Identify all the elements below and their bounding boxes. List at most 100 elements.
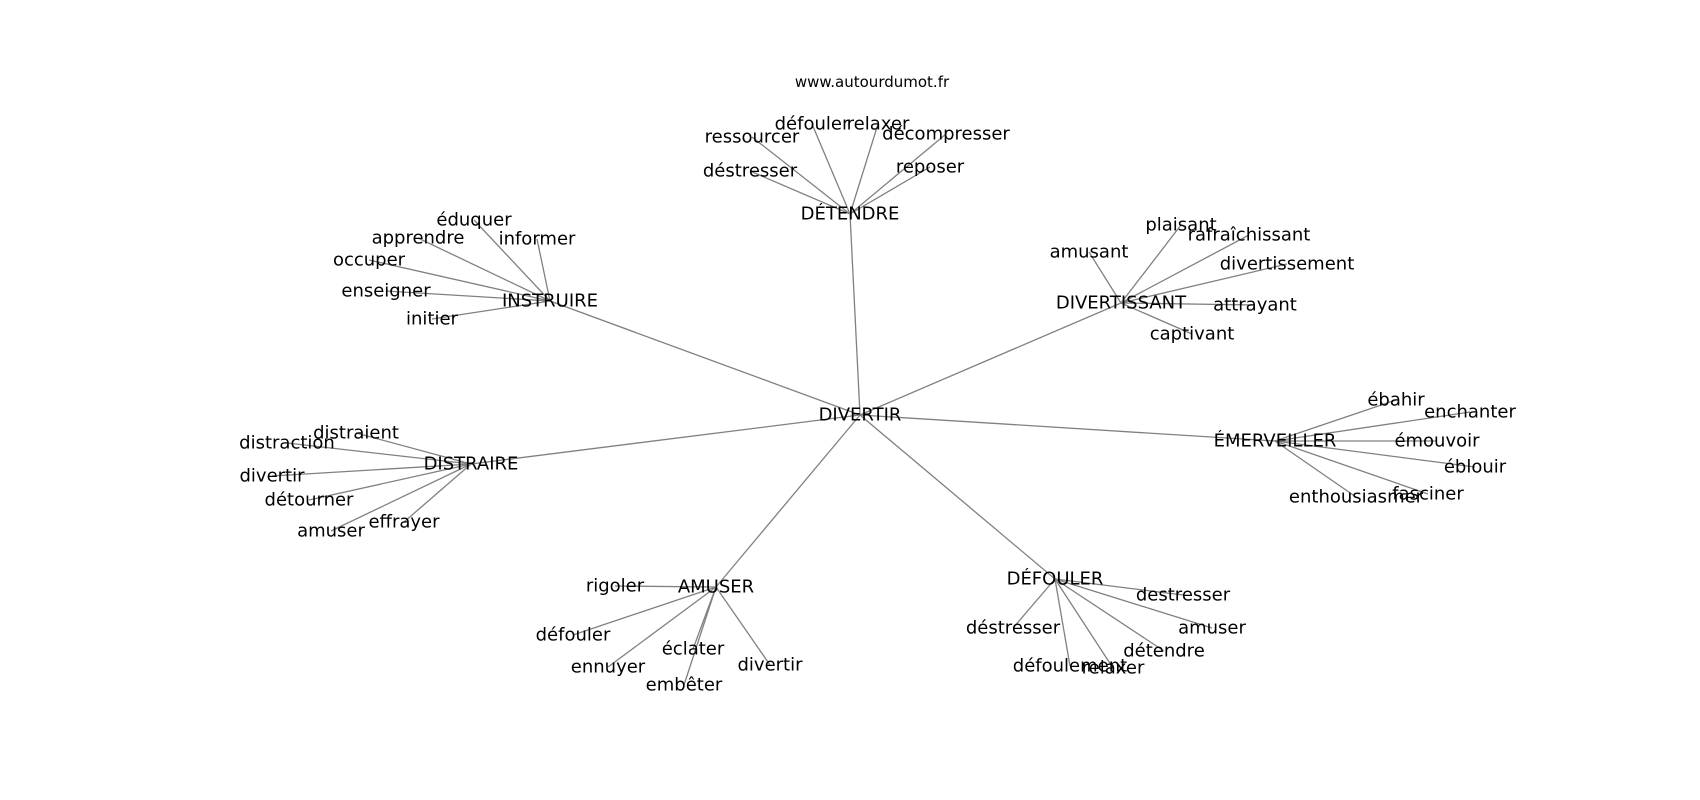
leaf-node: amusant [1050,242,1129,263]
leaf-node: détourner [265,490,355,511]
leaf-node: décompresser [882,124,1010,145]
edge-hub-to-leaf [607,586,717,668]
edge-hub-to-leaf [751,136,851,215]
leaf-node: enseigner [341,281,431,302]
leaf-node: initier [406,309,459,330]
leaf-node: effrayer [368,512,440,533]
leaf-node: rigoler [586,576,645,597]
leaf-node: éblouir [1444,457,1507,478]
edge-hub-to-leaf [473,219,551,302]
edge-hub-to-leaf [385,290,551,302]
edge-hub-to-leaf [1054,578,1114,669]
edge-hub-to-leaf [1120,224,1182,304]
edge-hub-to-leaf [1274,440,1476,468]
hub-node: DIVERTISSANT [1056,293,1187,314]
edge-center-to-hub [470,414,861,465]
edge-hub-to-leaf [1054,578,1213,629]
leaf-node: divertir [239,466,305,487]
graph-edges [271,123,1476,686]
edge-center-to-hub [859,414,1276,442]
leaf-node: embêter [646,675,723,696]
leaf-node: divertissement [1220,254,1355,275]
edge-hub-to-leaf [368,259,551,302]
leaf-node: enthousiasmer [1289,487,1424,508]
edge-hub-to-leaf [1120,263,1288,304]
leaf-node: distraient [313,423,399,444]
leaf-node: destresser [1136,585,1231,606]
edge-hub-to-leaf [572,586,717,636]
edge-center-to-hub [859,302,1122,416]
edge-hub-to-leaf [1012,578,1056,629]
edge-hub-to-leaf [1120,302,1256,306]
leaf-node: fasciner [1392,484,1464,505]
edge-center-to-hub [859,414,1056,580]
leaf-node: rafraîchissant [1188,225,1311,246]
leaf-node: éclater [662,639,725,660]
edge-hub-to-leaf [1088,251,1122,304]
leaf-node: déstresser [966,618,1061,639]
edge-hub-to-leaf [811,123,851,215]
center-node: DIVERTIR [819,405,902,426]
edge-hub-to-leaf [683,586,717,686]
leaf-node: amuser [297,521,365,542]
leaf-node: ébahir [1367,390,1425,411]
leaf-node: informer [499,229,576,250]
edge-hub-to-leaf [614,585,717,588]
edge-hub-to-leaf [271,463,472,477]
leaf-node: détendre [1123,641,1205,662]
edge-hub-to-leaf [536,238,551,302]
edge-center-to-hub [549,300,861,416]
edge-hub-to-leaf [1274,440,1357,498]
edge-hub-to-leaf [1120,234,1250,304]
edge-hub-to-leaf [1274,399,1397,442]
edge-hub-to-leaf [1274,411,1471,442]
leaf-node: éduquer [436,210,512,231]
leaf-node: défoulement [1013,656,1127,677]
edge-hub-to-leaf [286,442,472,465]
edge-hub-to-leaf [1274,440,1429,495]
leaf-node: relaxer [1082,658,1145,679]
leaf-node: ressourcer [705,127,800,148]
leaf-node: reposer [896,157,965,178]
edge-center-to-hub [715,414,861,588]
leaf-node: relaxer [847,114,910,135]
edge-hub-to-leaf [1054,578,1165,652]
leaf-node: captivant [1150,324,1235,345]
hub-node: AMUSER [678,577,754,598]
hub-node: DISTRAIRE [424,454,519,475]
leaf-node: déstresser [703,161,798,182]
edge-hub-to-leaf [849,123,879,215]
leaf-node: enchanter [1424,402,1516,423]
edge-hub-to-leaf [308,463,472,501]
edge-hub-to-leaf [749,170,851,215]
edge-hub-to-leaf [1054,578,1184,596]
leaf-node: ennuyer [571,657,646,678]
leaf-node: distraction [239,433,335,454]
hub-node: DÉFOULER [1007,568,1104,590]
edge-hub-to-leaf [1054,578,1071,667]
edge-hub-to-leaf [715,586,771,666]
hub-node: DÉTENDRE [801,203,900,225]
edge-hub-to-leaf [1120,302,1193,335]
edge-hub-to-leaf [330,463,472,532]
leaf-node: plaisant [1145,215,1216,236]
hub-node: ÉMERVEILLER [1214,430,1337,452]
leaf-node: amuser [1178,618,1246,639]
graph-labels: www.autourdumot.fr DIVERTIR DÉTENDRE défou… [239,73,1516,696]
source-label: www.autourdumot.fr [795,73,950,91]
edge-hub-to-leaf [417,237,551,302]
leaf-node: défouler [536,625,611,646]
edge-center-to-hub [849,213,861,416]
leaf-node: attrayant [1213,295,1297,316]
edge-hub-to-leaf [849,166,931,215]
leaf-node: apprendre [372,228,465,249]
leaf-node: divertir [737,655,803,676]
leaf-node: occuper [333,250,406,271]
edge-hub-to-leaf [431,300,551,320]
edge-hub-to-leaf [849,133,947,215]
edge-hub-to-leaf [355,432,472,465]
hub-node: INSTRUIRE [502,291,598,312]
edge-hub-to-leaf [403,463,472,523]
leaf-node: émouvoir [1394,431,1480,452]
